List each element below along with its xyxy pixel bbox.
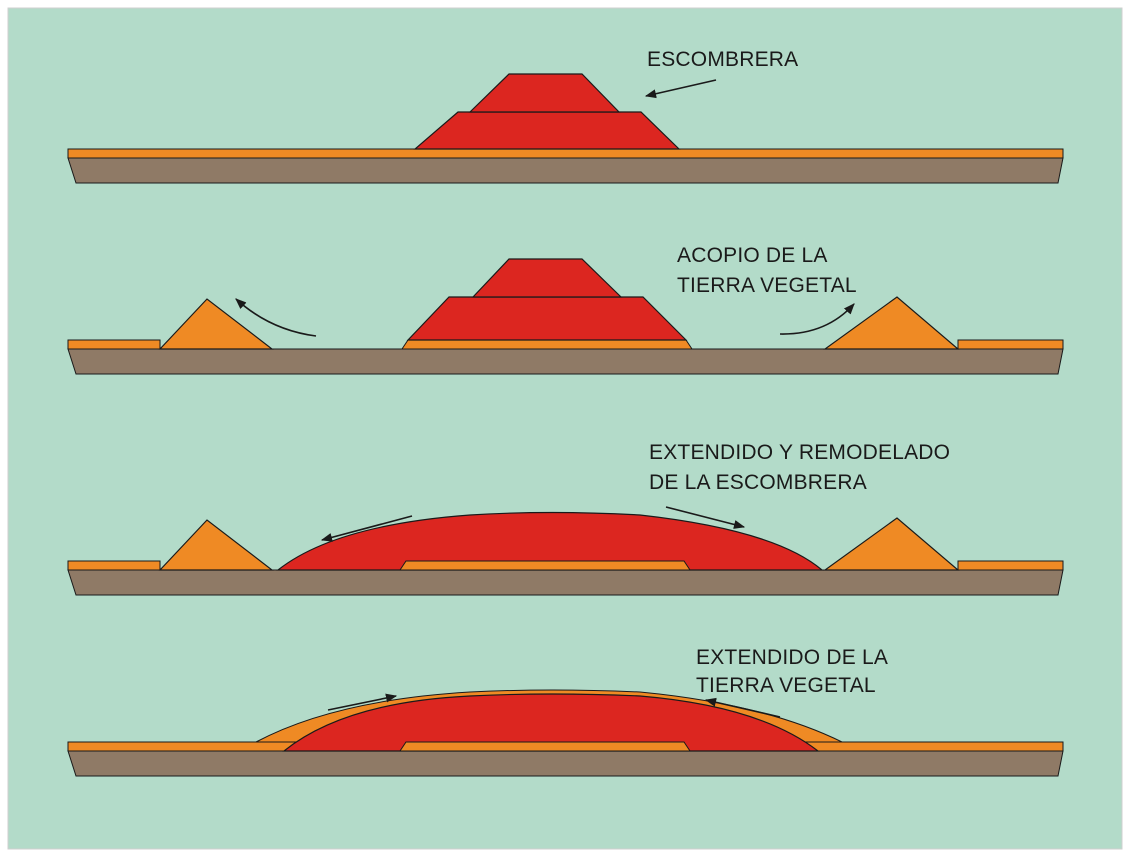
label-escombrera: ESCOMBRERA [647, 48, 798, 71]
ground-layer [67, 569, 1064, 596]
arrow-extendido-left [327, 693, 398, 711]
panel-escombrera: ESCOMBRERA [67, 48, 1064, 184]
label-acopio: ACOPIO DE LA TIERRA VEGETAL [677, 244, 857, 297]
arrow-extendido-right [704, 697, 781, 718]
topsoil-under-heap [401, 339, 693, 350]
spoil-heap-upper-bench [471, 258, 623, 298]
panel-remodelado: EXTENDIDO Y REMODELADO DE LA ESCOMBRERA [67, 441, 1064, 596]
topsoil-layer-left [67, 339, 161, 350]
spoil-heap-lower-bench [406, 296, 688, 341]
topsoil-layer-right [957, 339, 1064, 350]
spoil-heap-lower-bench [413, 111, 681, 150]
arrow-acopio-left [235, 298, 317, 337]
topsoil-under-heap [399, 741, 691, 752]
spoil-remodelled-dome [282, 693, 820, 752]
topsoil-stockpile-left [158, 298, 274, 350]
spoil-heap-upper-bench [468, 73, 621, 113]
ground-layer [67, 157, 1064, 184]
label-extendido: EXTENDIDO DE LA TIERRA VEGETAL [696, 646, 893, 697]
label-acopio-line-2: TIERRA VEGETAL [677, 274, 857, 297]
ground-layer [67, 750, 1064, 777]
topsoil-stockpile-right [823, 517, 960, 571]
label-remodelado-line-2: DE LA ESCOMBRERA [649, 471, 867, 494]
arrow-remodelado-left [320, 515, 413, 542]
label-remodelado: EXTENDIDO Y REMODELADO DE LA ESCOMBRERA [649, 441, 956, 494]
topsoil-layer-right [957, 560, 1064, 571]
spoil-remodelled-dome [276, 511, 824, 571]
label-remodelado-line-1: EXTENDIDO Y REMODELADO [649, 441, 950, 464]
topsoil-layer-left [67, 560, 161, 571]
arrow-escombrera [644, 79, 717, 99]
topsoil-under-heap [399, 560, 691, 571]
panel-extendido: EXTENDIDO DE LA TIERRA VEGETAL [67, 646, 1064, 777]
arrow-remodelado-right [665, 506, 746, 529]
ground-layer [67, 348, 1064, 375]
label-extendido-line-2: TIERRA VEGETAL [696, 674, 876, 697]
arrow-acopio-right [779, 303, 855, 335]
topsoil-layer [67, 148, 1064, 159]
label-extendido-line-1: EXTENDIDO DE LA [696, 646, 888, 669]
panel-acopio: ACOPIO DE LA TIERRA VEGETAL [67, 244, 1064, 375]
topsoil-stockpile-left [158, 519, 274, 571]
label-escombrera-line-1: ESCOMBRERA [647, 48, 798, 71]
label-acopio-line-1: ACOPIO DE LA [677, 244, 827, 267]
topsoil-stockpile-right [823, 296, 960, 350]
